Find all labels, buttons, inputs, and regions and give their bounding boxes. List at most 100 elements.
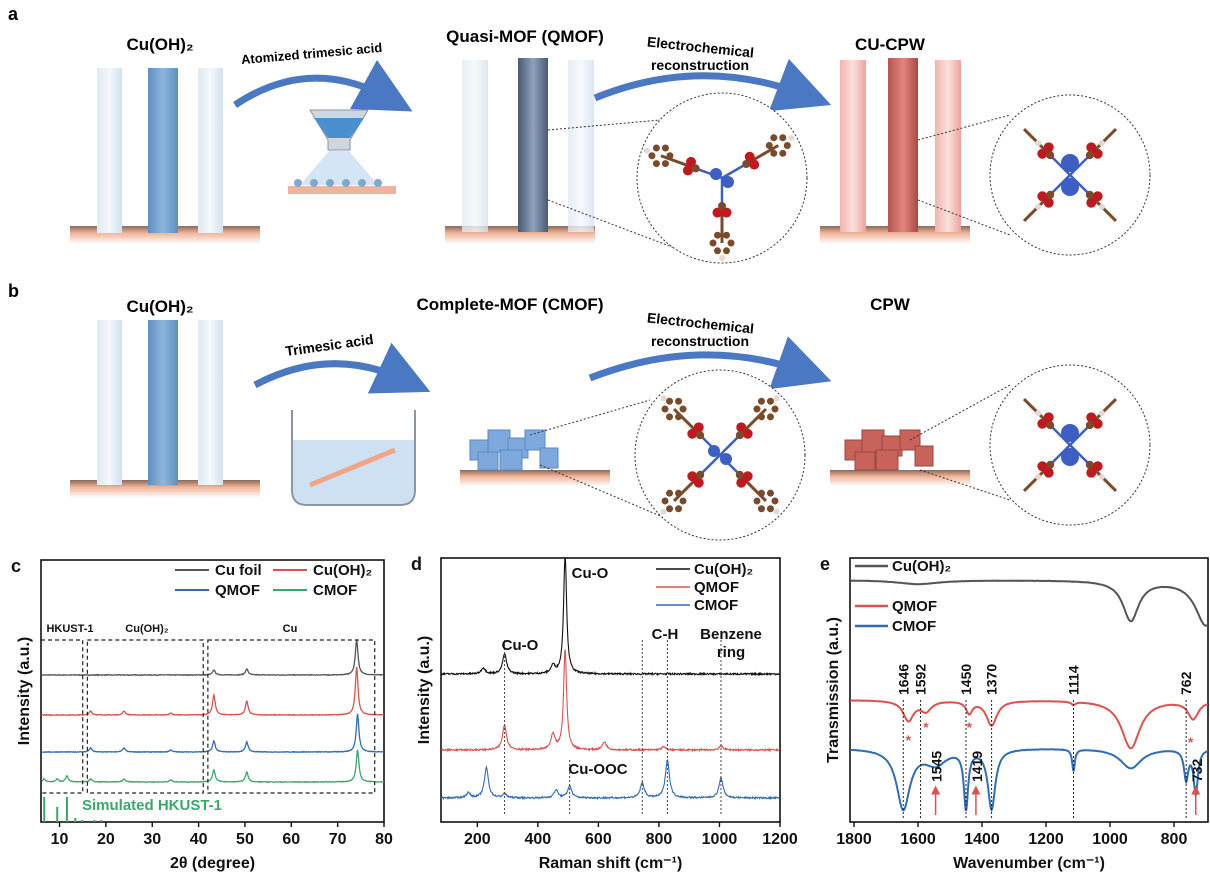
oxygen-atom (736, 477, 747, 488)
x-tick-label: 30 (143, 831, 161, 848)
x-tick-label: 200 (464, 831, 491, 848)
region-box (207, 639, 376, 794)
zoom-line (547, 199, 681, 251)
hydrogen-atom (1098, 473, 1105, 480)
x-tick-label: 800 (1161, 831, 1188, 848)
zoom-line (917, 199, 1011, 236)
x-tick-label: 1400 (964, 831, 1000, 848)
oxygen-atom (1086, 467, 1097, 478)
cpw-crystals (830, 429, 970, 486)
carbon-atom (679, 405, 687, 413)
oxygen-atom (742, 471, 753, 482)
cpw-molecule-model (1022, 397, 1118, 493)
hydrogen-atom (1035, 473, 1042, 480)
annotation-cu-o: Cu-O (572, 565, 609, 582)
carbon-atom (735, 431, 744, 440)
carbon-atom (1046, 151, 1055, 160)
asterisk-marker: * (1188, 734, 1194, 750)
xrd-trace-0 (40, 639, 385, 677)
qmof-molecule-model (643, 134, 795, 261)
region-label: Cu (283, 623, 298, 635)
carbon-atom (666, 413, 674, 421)
legend-label: CMOF (694, 597, 738, 614)
legend-label: Cu(OH)₂ (892, 558, 951, 575)
carbon-atom (1085, 151, 1094, 160)
arrow-label-reconstruction-a: reconstruction (651, 57, 749, 73)
carbon-atom (675, 505, 683, 513)
hydrogen-atom (660, 508, 667, 515)
marker-label: 762 (1178, 671, 1194, 695)
carbon-atom (666, 489, 674, 497)
title-cmof: Complete-MOF (CMOF) (417, 295, 604, 314)
oxygen-atom (744, 151, 755, 162)
oxygen-atom (1092, 461, 1103, 472)
carbon-atom (718, 202, 726, 210)
raman-trace-2 (440, 758, 781, 801)
oxygen-atom (1092, 148, 1103, 159)
raman-trace-1 (440, 649, 781, 753)
carbon-atom (652, 160, 660, 168)
oxygen-atom (1086, 197, 1097, 208)
carbon-atom (723, 247, 730, 255)
x-tick-label: 600 (585, 831, 612, 848)
zoom-line (529, 399, 651, 436)
copper-atom (710, 168, 722, 180)
beaker-icon (291, 410, 416, 506)
y-axis-label: Intensity (a.u.) (416, 636, 433, 744)
asterisk-marker: * (906, 732, 912, 748)
panel-label-a: a (8, 4, 19, 24)
oxygen-atom (1092, 418, 1103, 429)
ftir-trace-0 (850, 579, 1209, 627)
y-axis-label: Transmission (a.u.) (825, 617, 842, 763)
x-tick-label: 70 (329, 831, 347, 848)
carbon-atom (779, 134, 787, 142)
carbon-atom (709, 239, 717, 247)
hydrogen-atom (773, 508, 780, 515)
zoom-line (539, 464, 671, 521)
hydrogen-atom (1035, 410, 1042, 417)
panel-label: e (820, 554, 830, 574)
annotation-c-h: C-H (652, 626, 679, 643)
carbon-atom (757, 489, 765, 497)
carbon-atom (648, 152, 656, 160)
bond (699, 454, 721, 476)
carbon-atom (666, 505, 674, 513)
carbon-atom (771, 405, 779, 413)
x-tick-label: 20 (97, 831, 115, 848)
plot-frame (440, 557, 781, 823)
legend-label: CMOF (892, 618, 936, 635)
cu-cpw-nanowires (820, 58, 970, 244)
carbon-atom (723, 231, 730, 239)
oxygen-atom (742, 428, 753, 439)
copper-atom (1061, 424, 1079, 442)
oxygen-atom (1043, 197, 1054, 208)
bond (1049, 424, 1071, 446)
oxygen-atom (1037, 418, 1048, 429)
carbon-atom (766, 413, 774, 421)
annotation-ring: ring (717, 644, 745, 661)
arrow-label: 1545 (929, 751, 945, 782)
legend-label: QMOF (215, 582, 260, 599)
x-axis-label: Raman shift (cm⁻¹) (539, 855, 683, 872)
copper-atom (1061, 448, 1079, 466)
cmof-molecule-model (660, 395, 780, 515)
hydrogen-atom (773, 395, 780, 402)
asterisk-marker: * (923, 719, 929, 735)
carbon-atom (696, 431, 705, 440)
plot-frame (40, 559, 385, 823)
atomizer-icon (288, 109, 396, 194)
carbon-atom (771, 497, 779, 505)
hydrogen-atom (643, 147, 650, 154)
copper-atom (1061, 178, 1079, 196)
annotation-cu-o: Cu-O (502, 637, 539, 654)
carbon-atom (770, 149, 778, 157)
arrow-label-reconstruction-b: reconstruction (651, 333, 749, 349)
bond (1069, 174, 1091, 196)
arrow-label-atomized: Atomized trimesic acid (240, 40, 382, 67)
bond (721, 162, 747, 180)
carbon-atom (753, 405, 761, 413)
carbon-atom (766, 505, 774, 513)
bond (1049, 174, 1071, 196)
bond (1069, 154, 1091, 176)
bond (1069, 444, 1091, 466)
